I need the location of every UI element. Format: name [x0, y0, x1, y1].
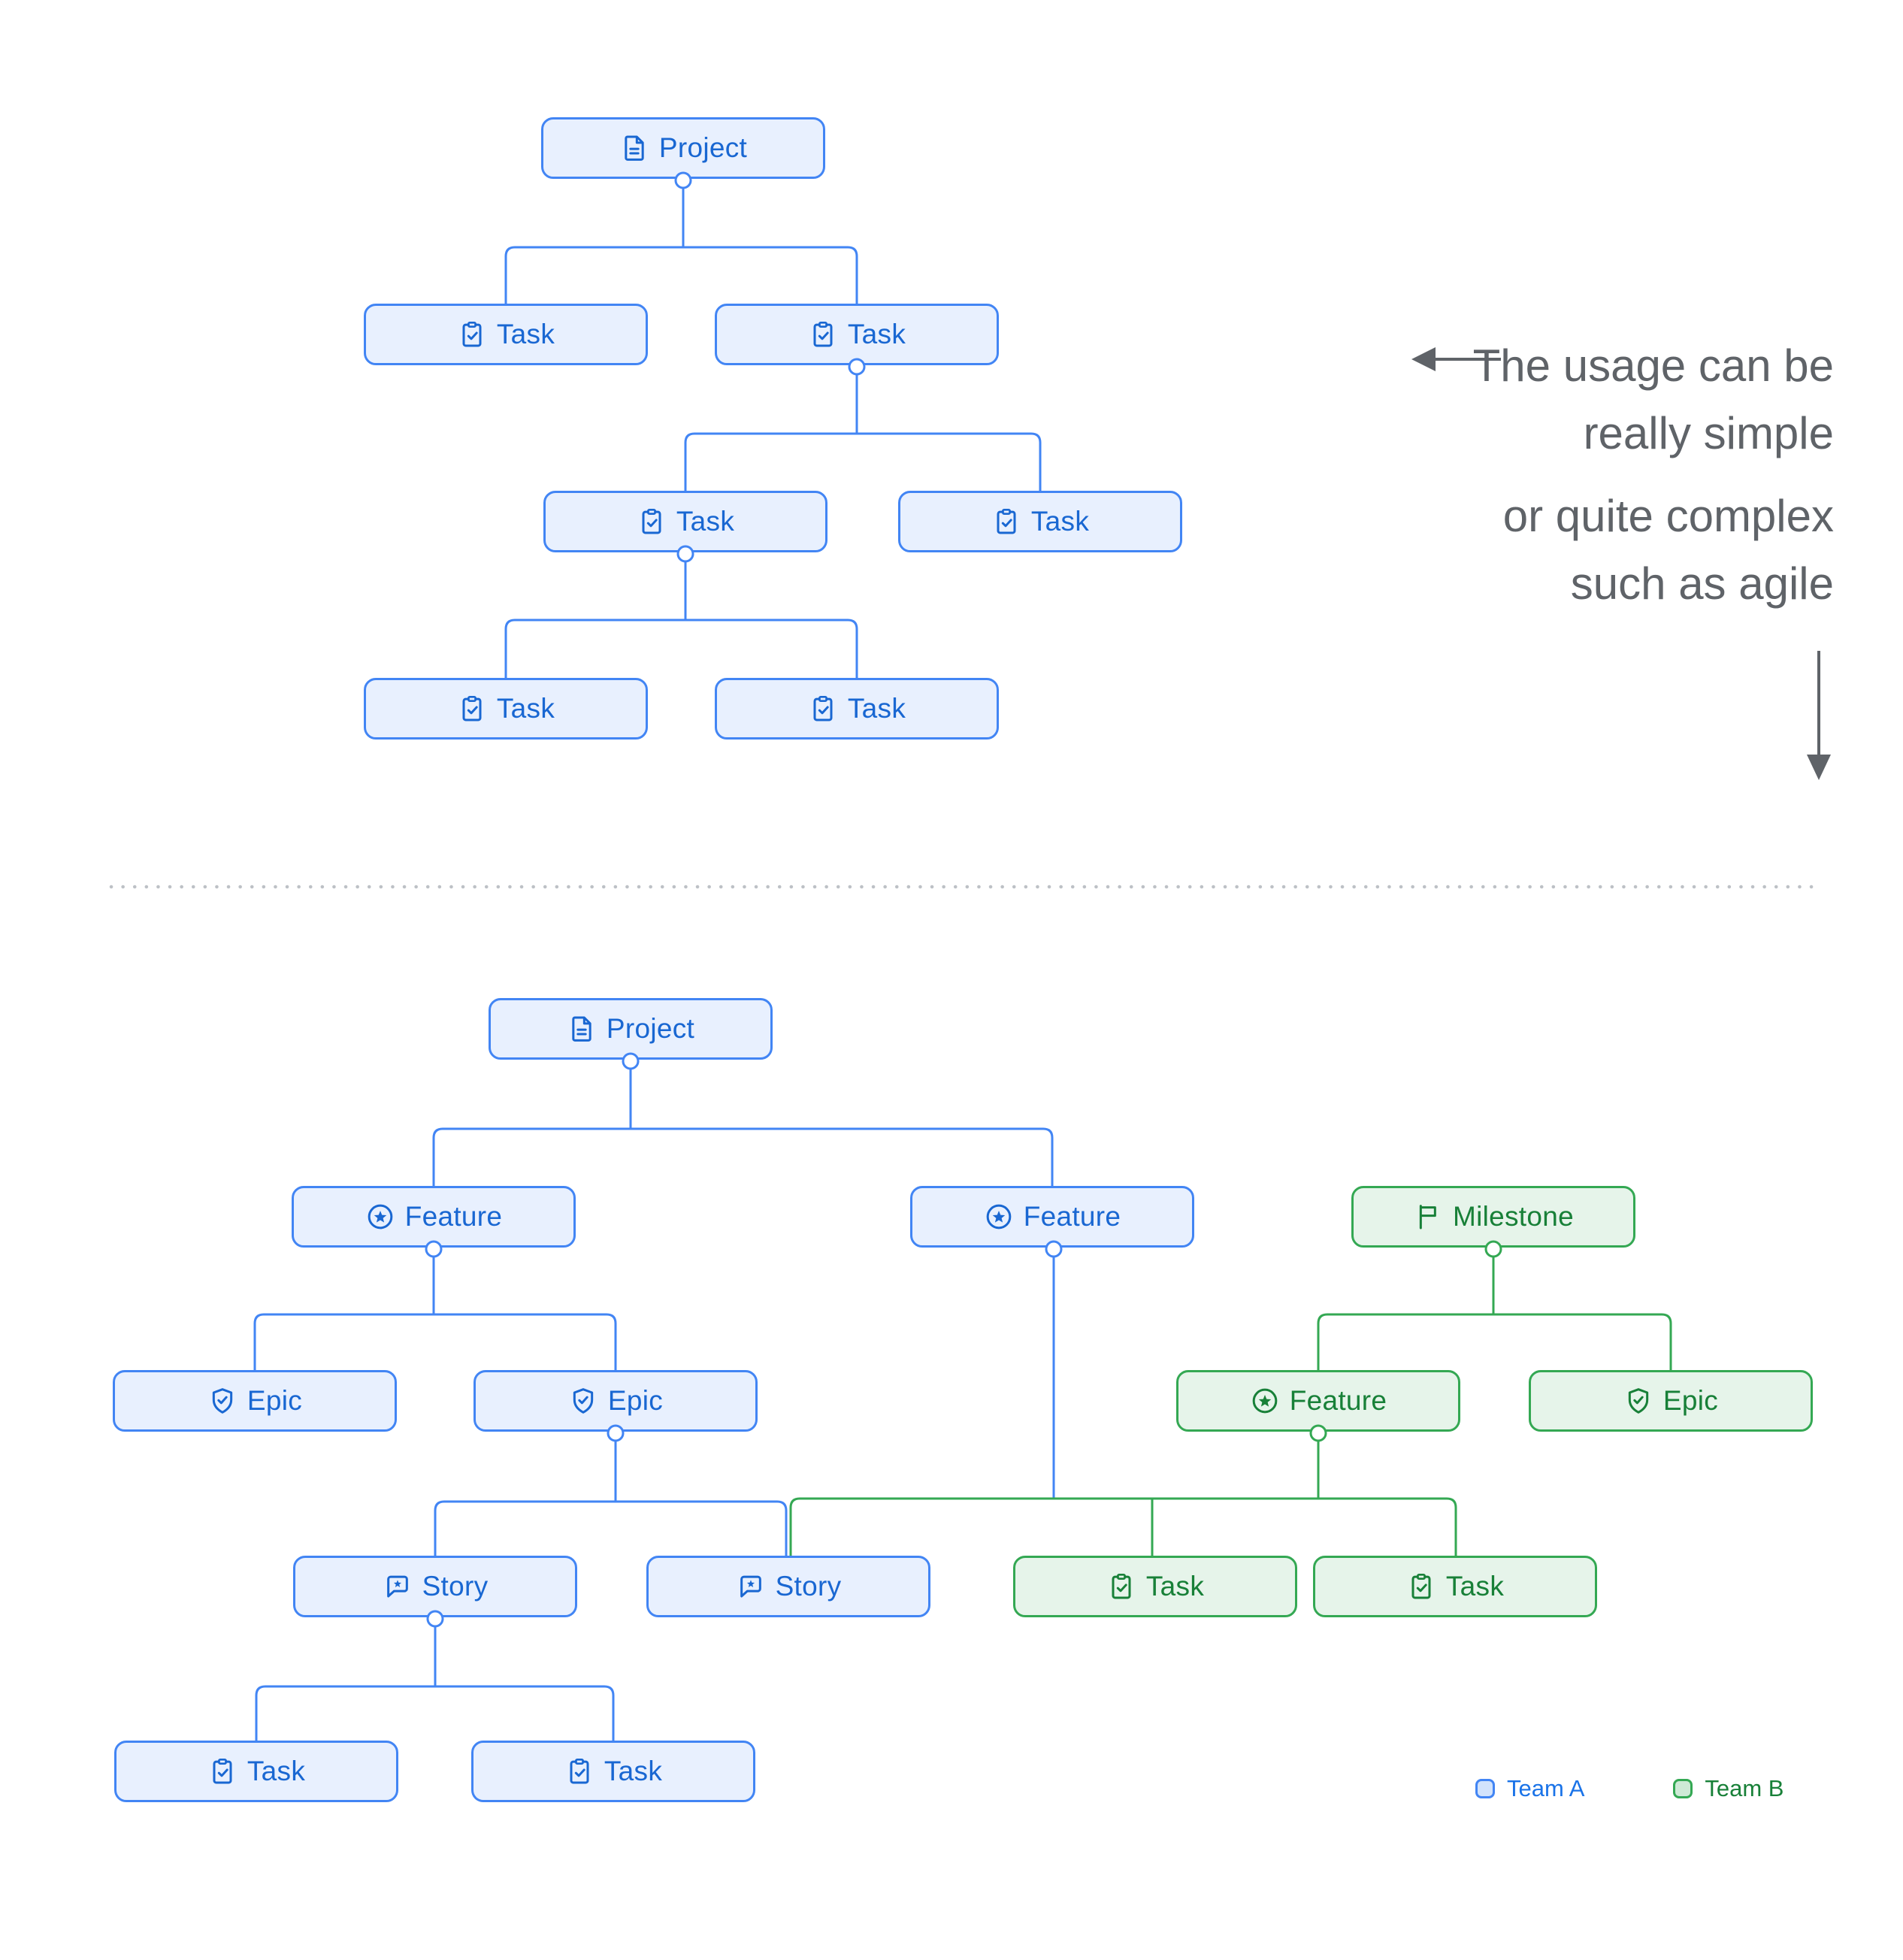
story-bubble-icon	[383, 1571, 413, 1602]
epic-shield-icon	[1623, 1386, 1653, 1416]
task-clipboard-icon	[808, 694, 838, 724]
node-label: Task	[676, 506, 735, 537]
node-task-b-1: Task	[1013, 1556, 1297, 1617]
node-label: Feature	[1023, 1201, 1121, 1232]
down-arrow	[1807, 651, 1831, 780]
node-label: Milestone	[1452, 1201, 1575, 1232]
node-label: Task	[1445, 1571, 1505, 1602]
node-top-task-6: Task	[715, 678, 999, 740]
node-top-task-5: Task	[364, 678, 648, 740]
node-epic-a-1: Epic	[113, 1370, 397, 1432]
node-label: Task	[1030, 506, 1090, 537]
node-top-task-3: Task	[543, 491, 827, 552]
task-clipboard-icon	[991, 507, 1021, 537]
team-b-swatch	[1673, 1779, 1693, 1798]
node-top-task-2: Task	[715, 304, 999, 365]
annotation: The usage can be really simple or quite …	[1473, 332, 1834, 618]
node-feature-b: Feature	[1176, 1370, 1460, 1432]
node-label: Task	[847, 693, 906, 724]
task-clipboard-icon	[207, 1756, 237, 1786]
node-label: Feature	[404, 1201, 503, 1232]
node-label: Story	[775, 1571, 842, 1602]
node-epic-a-2: Epic	[473, 1370, 758, 1432]
annotation-line-3: or quite complex	[1502, 491, 1834, 541]
task-clipboard-icon	[1106, 1571, 1136, 1602]
task-clipboard-icon	[564, 1756, 594, 1786]
node-label: Epic	[247, 1385, 303, 1416]
node-feature-a-2: Feature	[910, 1186, 1194, 1248]
node-top-task-1: Task	[364, 304, 648, 365]
legend-item-team-b: Team B	[1673, 1775, 1784, 1802]
task-clipboard-icon	[808, 319, 838, 349]
node-task-a-7: Task	[114, 1741, 398, 1802]
node-label: Epic	[607, 1385, 664, 1416]
task-clipboard-icon	[637, 507, 667, 537]
node-story-a-2: Story	[646, 1556, 930, 1617]
node-label: Task	[247, 1756, 306, 1786]
node-epic-b: Epic	[1529, 1370, 1813, 1432]
node-label: Task	[604, 1756, 663, 1786]
project-document-icon	[619, 133, 649, 163]
node-top-task-4: Task	[898, 491, 1182, 552]
node-label: Task	[847, 319, 906, 349]
feature-star-icon	[365, 1202, 395, 1232]
task-clipboard-icon	[457, 319, 487, 349]
project-document-icon	[567, 1014, 597, 1044]
node-task-a-8: Task	[471, 1741, 755, 1802]
node-label: Task	[496, 693, 555, 724]
node-label: Feature	[1289, 1385, 1387, 1416]
task-clipboard-icon	[457, 694, 487, 724]
legend: Team A Team B	[1475, 1775, 1784, 1802]
annotation-line-4: such as agile	[1570, 558, 1834, 609]
epic-shield-icon	[207, 1386, 237, 1416]
feature-star-icon	[984, 1202, 1014, 1232]
epic-shield-icon	[568, 1386, 598, 1416]
team-a-swatch	[1475, 1779, 1495, 1798]
annotation-line-2: really simple	[1583, 408, 1834, 458]
node-bottom-project: Project	[489, 998, 773, 1060]
node-label: Task	[496, 319, 555, 349]
team-b-label: Team B	[1705, 1775, 1784, 1801]
feature-star-icon	[1250, 1386, 1280, 1416]
legend-item-team-a: Team A	[1475, 1775, 1584, 1802]
node-label: Epic	[1662, 1385, 1719, 1416]
node-label: Story	[422, 1571, 489, 1602]
node-label: Task	[1145, 1571, 1205, 1602]
node-task-b-2: Task	[1313, 1556, 1597, 1617]
node-milestone-b: Milestone	[1351, 1186, 1635, 1248]
node-feature-a-1: Feature	[292, 1186, 576, 1248]
node-top-project: Project	[541, 117, 825, 179]
task-clipboard-icon	[1406, 1571, 1436, 1602]
milestone-flag-icon	[1413, 1202, 1443, 1232]
story-bubble-icon	[736, 1571, 766, 1602]
team-a-label: Team A	[1507, 1775, 1585, 1801]
node-label: Project	[606, 1013, 695, 1044]
annotation-line-1: The usage can be	[1472, 340, 1834, 391]
node-label: Project	[658, 132, 748, 163]
node-story-a-1: Story	[293, 1556, 577, 1617]
